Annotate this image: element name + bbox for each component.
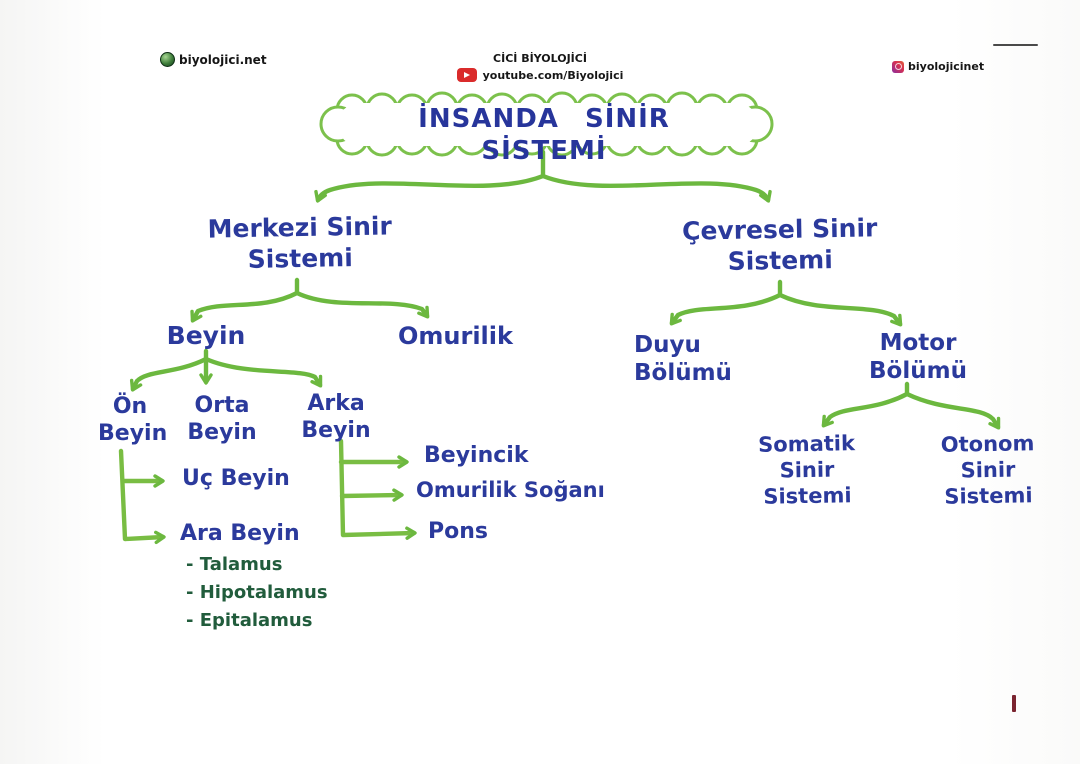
site-brand: biyolojici.net [160, 52, 267, 67]
node-omurilik-sogani: Omurilik Soğanı [416, 478, 605, 502]
title-cloud [319, 91, 774, 157]
node-merkezi-sinir-sistemi: Merkezi Sinir Sistemi [207, 211, 393, 274]
node-orta-beyin: Orta Beyin [187, 393, 257, 445]
node-omurilik: Omurilik [398, 322, 513, 350]
list-item: - Hipotalamus [186, 582, 328, 603]
list-item: - Epitalamus [186, 610, 313, 631]
scan-artifact-line [993, 44, 1038, 46]
node-somatik-sinir-sistemi: Somatik Sinir Sistemi [757, 431, 856, 509]
node-uc-beyin: Uç Beyin [182, 466, 290, 491]
channel-url: youtube.com/Biyolojici [482, 68, 624, 82]
globe-icon [160, 52, 175, 67]
node-beyin: Beyin [166, 321, 246, 350]
instagram-handle: biyolojicinet [908, 60, 985, 73]
node-motor-bolumu: Motor Bölümü [869, 330, 967, 385]
instagram-brand: biyolojicinet [892, 60, 984, 73]
channel-title: CİCİ BİYOLOJİCİ [493, 52, 587, 65]
page-margin-mark [1012, 695, 1016, 712]
node-pons: Pons [428, 519, 488, 544]
instagram-icon [892, 60, 904, 73]
node-arka-beyin: Arka Beyin [301, 391, 371, 443]
node-on-beyin: Ön Beyin [98, 394, 168, 446]
node-cevresel-sinir-sistemi: Çevresel Sinir Sistemi [681, 213, 878, 276]
node-duyu-bolumu: Duyu Bölümü [634, 332, 732, 387]
ara-beyin-sublist: - Talamus - Hipotalamus - Epitalamus [186, 551, 328, 635]
node-otonom-sinir-sistemi: Otonom Sinir Sistemi [940, 431, 1035, 509]
list-item: - Talamus [186, 554, 283, 575]
youtube-icon [456, 68, 477, 82]
node-beyincik: Beyincik [424, 443, 529, 468]
channel-brand: CİCİ BİYOLOJİCİ youtube.com/Biyolojici [0, 52, 1080, 82]
diagram-title: İNSANDA SİNİR SİSTEMİ [418, 104, 670, 166]
site-brand-label: biyolojici.net [179, 52, 267, 67]
node-ara-beyin: Ara Beyin [180, 521, 300, 546]
